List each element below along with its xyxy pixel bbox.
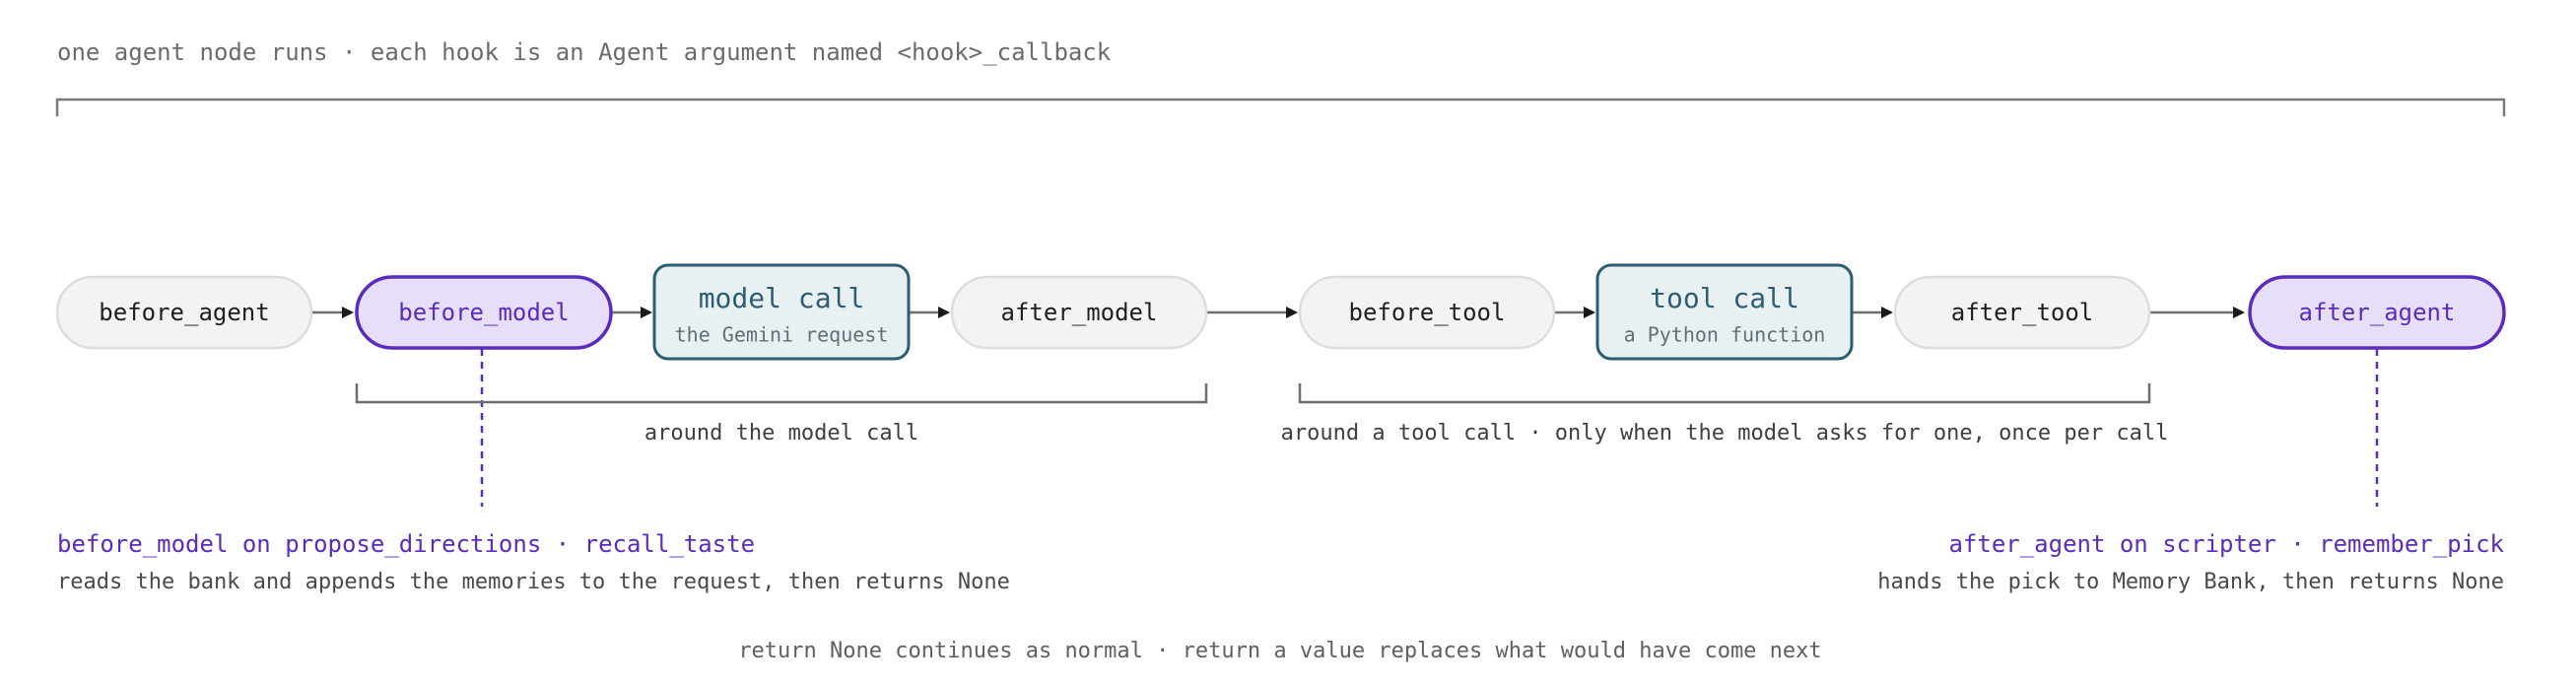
- right-note-title: after_agent on scripter · remember_pick: [1948, 530, 2504, 558]
- right-note-body: hands the pick to Memory Bank, then retu…: [1877, 570, 2504, 594]
- node-tool-call-label: tool call: [1650, 282, 1799, 314]
- tool-call-bracket: [1298, 383, 2151, 404]
- tool-call-bracket-label: around a tool call · only when the model…: [1281, 421, 2169, 446]
- node-tool-call-sublabel: a Python function: [1624, 323, 1826, 347]
- node-model-call-label: model call: [699, 282, 865, 314]
- node-model-call-sublabel: the Gemini request: [675, 323, 889, 347]
- node-after-agent-pill: [2248, 275, 2506, 350]
- node-before-tool: before_tool: [1298, 275, 1556, 350]
- node-before-tool-pill: [1298, 275, 1556, 350]
- node-before-tool-label: before_tool: [1349, 299, 1506, 326]
- node-after-agent-label: after_agent: [2299, 299, 2456, 326]
- left-note-body: reads the bank and appends the memories …: [57, 570, 1010, 594]
- model-call-bracket: [355, 383, 1208, 404]
- node-after-model-pill: [950, 275, 1208, 350]
- left-note-title: before_model on propose_directions · rec…: [57, 530, 755, 558]
- node-after-tool-pill: [1893, 275, 2151, 350]
- node-tool-call: tool call a Python function: [1595, 263, 1854, 361]
- node-before-agent-pill: [55, 275, 313, 350]
- node-model-call: model call the Gemini request: [652, 263, 911, 361]
- node-after-agent: after_agent: [2248, 275, 2506, 350]
- node-before-model-label: before_model: [398, 299, 569, 326]
- node-after-model-label: after_model: [1001, 299, 1158, 326]
- agent-span-bracket: [55, 98, 2506, 116]
- node-before-agent: before_agent: [55, 275, 313, 350]
- node-before-agent-label: before_agent: [99, 299, 269, 326]
- node-after-model: after_model: [950, 275, 1208, 350]
- node-after-tool: after_tool: [1893, 275, 2151, 350]
- node-model-call-box: [652, 263, 911, 361]
- node-before-model-pill: [355, 275, 613, 350]
- model-call-bracket-label: around the model call: [644, 421, 918, 446]
- header-caption: one agent node runs · each hook is an Ag…: [57, 38, 1112, 66]
- node-after-tool-label: after_tool: [1951, 299, 2094, 326]
- node-tool-call-box: [1595, 263, 1854, 361]
- node-before-model: before_model: [355, 275, 613, 350]
- footer-caption: return None continues as normal · return…: [738, 639, 1821, 663]
